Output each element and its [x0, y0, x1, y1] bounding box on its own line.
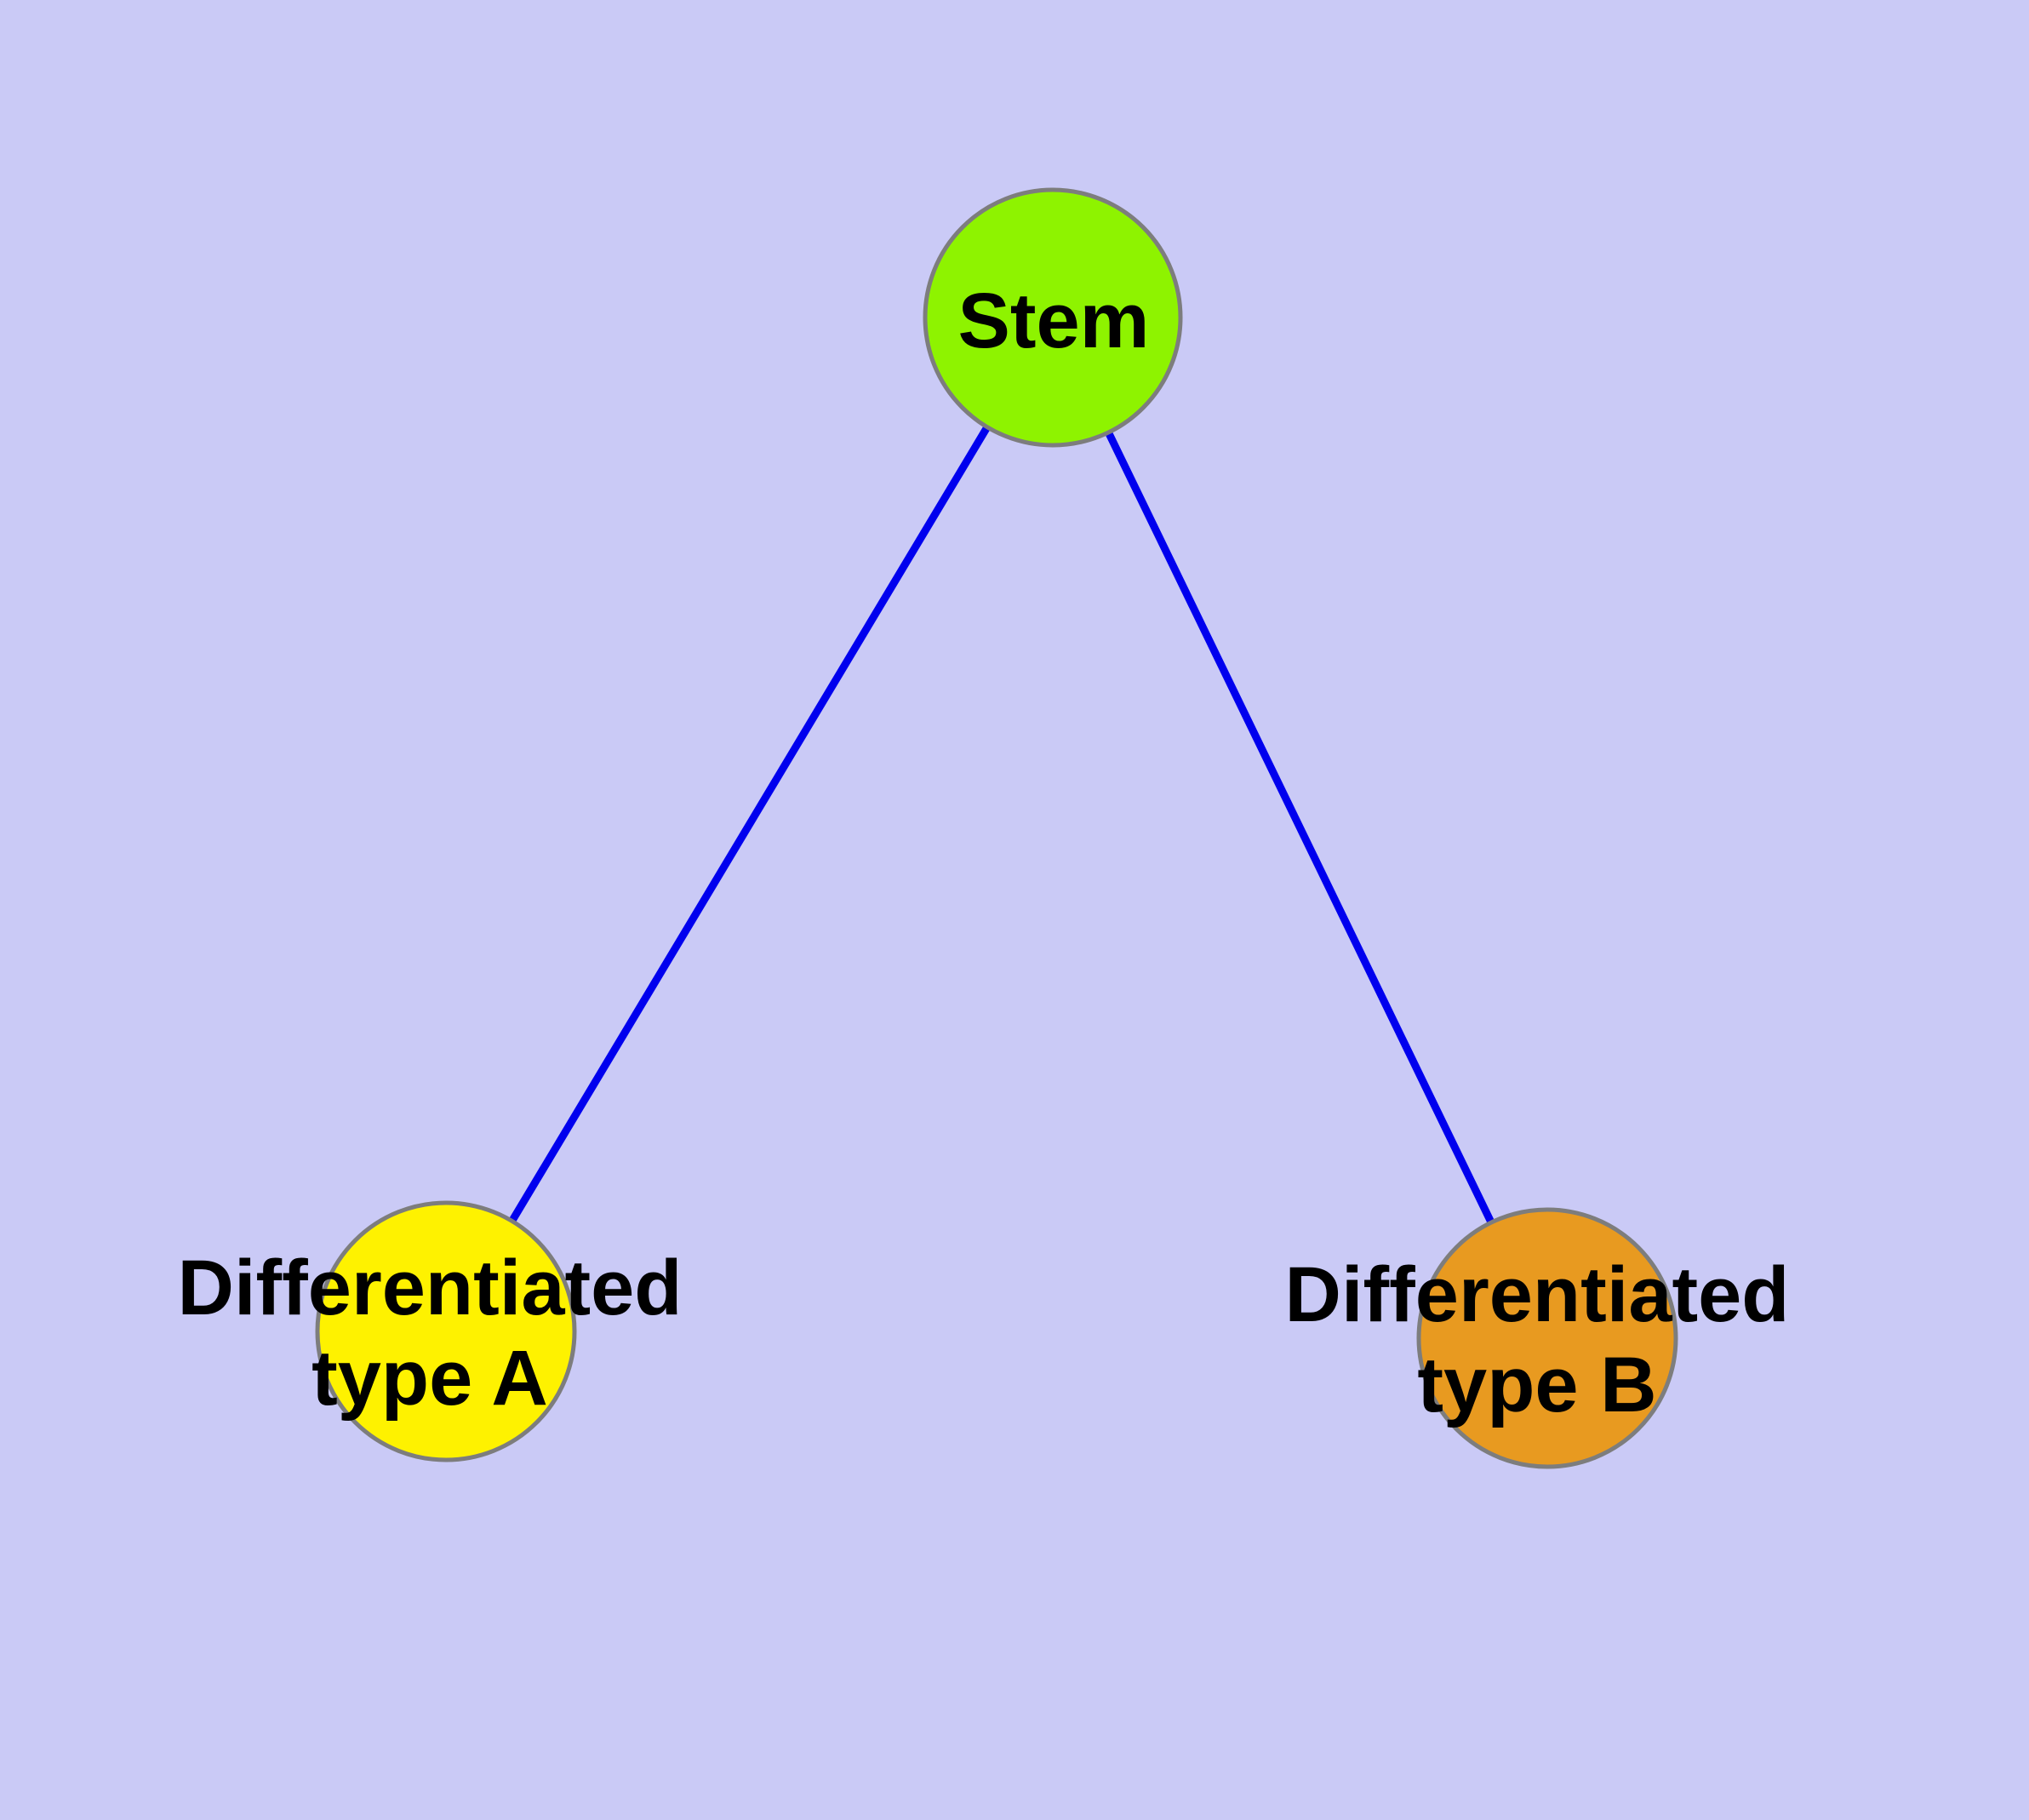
node-type-b-label-line2: type B	[1417, 1342, 1657, 1428]
node-type-a-circle	[315, 1200, 577, 1462]
edge-stem-to-type-a	[443, 315, 1056, 1334]
node-type-b-circle	[1416, 1207, 1678, 1469]
node-type-a-label-line1: Differentiated	[177, 1245, 683, 1331]
edge-stem-to-type-b	[1049, 316, 1552, 1340]
node-type-a-label: Differentiated type A	[178, 1243, 683, 1423]
node-type-b-label-line1: Differentiated	[1284, 1251, 1790, 1338]
node-stem-label-text: Stem	[957, 278, 1150, 364]
node-stem-circle	[923, 187, 1183, 448]
node-stem-label: Stem	[958, 276, 1150, 366]
node-type-a-label-line2: type A	[311, 1335, 548, 1422]
node-type-b-label: Differentiated type B	[1285, 1250, 1790, 1430]
